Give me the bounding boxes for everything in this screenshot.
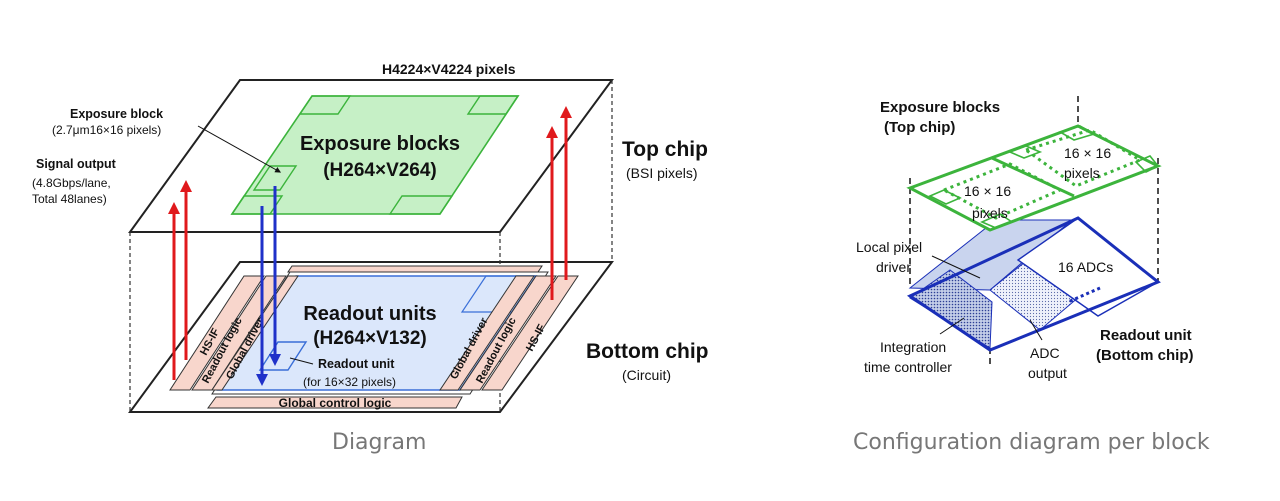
strip-readout-logic-right (459, 275, 557, 391)
readout-unit-title: Readout unit (1100, 327, 1192, 344)
strip-global-driver-right (439, 275, 535, 391)
adc-output-line2: output (1028, 365, 1067, 381)
exposure-blocks-sub: (Top chip) (884, 119, 955, 136)
signal-output-lanes: Total 48lanes) (32, 192, 107, 206)
integration-line1: Integration (880, 339, 946, 355)
readout-unit-highlight (258, 341, 308, 371)
readout-unit-outline (906, 216, 1161, 352)
local-driver-line1: Local pixel (856, 239, 922, 255)
exposure-corner-mark (230, 195, 284, 215)
pixel-block-a-line1: 16 × 16 (1064, 145, 1111, 161)
right-diagram: Exposure blocks (Top chip) 16 × 16 pixel… (856, 96, 1193, 381)
left-diagram: HS-IF Readout logic Global driver Global… (32, 61, 708, 413)
readout-units-title: Readout units (303, 303, 436, 325)
adcs-label: 16 ADCs (1058, 259, 1113, 275)
pixel-dotted-region (1022, 128, 1144, 188)
readout-units-count: (H264×V132) (313, 328, 427, 349)
top-resolution-label: H4224×V4224 pixels (382, 61, 516, 77)
pixel-dotted-region (940, 162, 1064, 220)
signal-output-rate: (4.8Gbps/lane, (32, 176, 111, 190)
readout-unit-sub: (Bottom chip) (1096, 347, 1193, 364)
signal-output-label: Signal output (36, 157, 117, 171)
strip-hs-if-right (481, 275, 579, 391)
pixel-corner (1007, 145, 1043, 159)
pixel-block-b-line2: pixels (972, 205, 1008, 221)
adc-output-line1: ADC (1030, 345, 1060, 361)
exposure-corner-mark (388, 195, 454, 215)
integration-line2: time controller (864, 359, 952, 375)
exposure-block-size: (2.7μm16×16 pixels) (52, 123, 161, 137)
pixel-block-b-line1: 16 × 16 (964, 183, 1011, 199)
exposure-block-label: Exposure block (70, 107, 163, 121)
top-control-strip (287, 265, 543, 273)
readout-unit-label: Readout unit (318, 357, 395, 371)
callout-line (197, 125, 282, 173)
callout-line (939, 317, 965, 335)
pixel-corner (1134, 155, 1160, 173)
global-control-label: Global control logic (279, 396, 392, 410)
exposure-blocks-title: Exposure blocks (300, 133, 460, 155)
exposure-corner-mark (298, 95, 352, 115)
local-driver-line2: driver (876, 259, 911, 275)
left-caption: Diagram (332, 430, 427, 455)
strip-hs-if-left (169, 275, 265, 391)
exposure-blocks-count: (H264×V264) (323, 160, 437, 181)
pixel-corner (980, 213, 1014, 229)
callout-line (1029, 319, 1043, 341)
exposure-blocks-title: Exposure blocks (880, 99, 1000, 116)
callout-line (289, 357, 314, 365)
top-chip-sub: (BSI pixels) (626, 165, 698, 181)
global-control-strip (207, 396, 463, 409)
readout-unit-sub: (for 16×32 pixels) (303, 375, 396, 389)
right-caption: Configuration diagram per block (853, 430, 1210, 455)
exposure-corner-mark (466, 95, 520, 115)
callout-line (931, 255, 981, 279)
top-chip-label: Top chip (622, 138, 708, 161)
bottom-chip-sub: (Circuit) (622, 367, 671, 383)
pixel-block-a-line2: pixels (1064, 165, 1100, 181)
bottom-chip-label: Bottom chip (586, 340, 708, 363)
exposure-block-highlight (252, 165, 298, 191)
